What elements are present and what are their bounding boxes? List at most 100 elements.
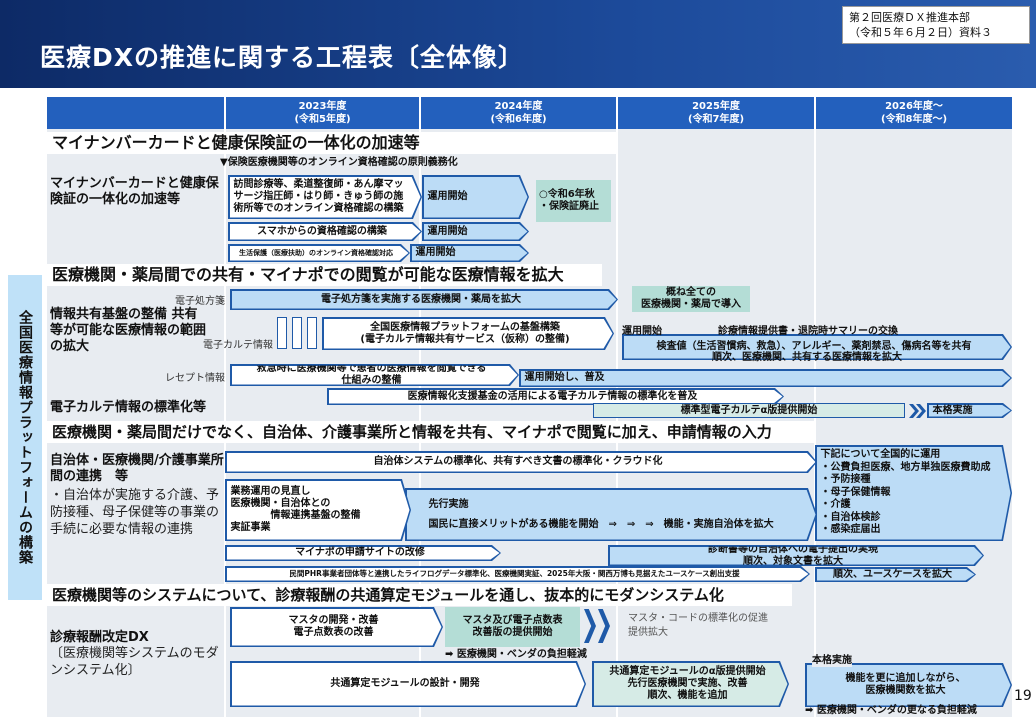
text: 救急時に医療機関等で患者の医療情報を閲覧できる (256, 363, 487, 374)
operation-start: 運用開始 (422, 222, 529, 241)
e-prescription-goal: 概ね全ての医療機関・薬局で導入 (632, 286, 750, 312)
emergency-task: 救急時に医療機関等で患者の医療情報を閲覧できる仕組みの整備 (230, 364, 519, 386)
text: ・保険証廃止 (539, 201, 599, 212)
row-sublabel: レセプト情報 (165, 373, 225, 384)
year-header-2024: 2024年度(令和6年度) (421, 97, 616, 129)
year: 2023年度 (298, 101, 347, 112)
row-sublabel: 電子カルテ情報 (203, 340, 273, 351)
text: ・自治体検診 (820, 511, 881, 523)
text: 医療機関・自治体との (230, 498, 331, 509)
text: 改善版の提供開始 (472, 627, 553, 638)
text: 医療機関・薬局で導入 (641, 299, 741, 310)
step-block (307, 317, 317, 349)
section-heading: 医療機関・薬局間での共有・マイナポでの閲覧が可能な医療情報を拡大 (47, 264, 602, 286)
step-block (292, 317, 302, 349)
burden-reduction-note: ➡ 医療機関・ベンダの負担軽減 (445, 649, 587, 660)
master-release: マスタ及び電子点数表改善版の提供開始 (445, 607, 580, 647)
column-divider (224, 97, 226, 717)
meeting-line: （令和５年６月２日）資料３ (849, 26, 992, 39)
year-header-blank (47, 97, 224, 129)
module-full-implementation: 機能を更に追加しながら、医療機関数を拡大 (805, 663, 1012, 707)
text: 実証事業 (230, 522, 271, 533)
master-dev-task: マスタの開発・改善電子点数表の改善 (230, 607, 443, 647)
full-implementation: 本格実施 (927, 403, 1012, 418)
certificate-bar: 診断書等の自治体への電子提出の実現順次、対象文書を拡大 (608, 545, 984, 566)
year-header-2026: 2026年度～(令和8年度～) (816, 97, 1012, 129)
text: 業務運用の見直し (230, 486, 311, 497)
text: 機能を更に追加しながら、 (845, 673, 966, 684)
text: ・母子保健情報 (820, 486, 891, 498)
info-sharing-bar: 検査値（生活習慣病、救急）、アレルギー、薬剤禁忌、傷病名等を共有 (622, 334, 1012, 360)
text: 仕組みの整備 (341, 375, 402, 386)
year: 2026年度～ (885, 101, 943, 112)
operation-spread-bar: 運用開始し、普及 (519, 369, 1012, 387)
nationwide-operation: 下記について全国的に運用・公費負担医療、地方単独医療費助成・予防接種・母子保健情… (815, 445, 1012, 541)
text: ・介護 (820, 499, 851, 511)
row-label: 診療報酬改定DX (50, 630, 149, 645)
operation-start: 運用開始 (410, 244, 529, 262)
year-header-2025: 2025年度(令和7年度) (618, 97, 814, 129)
pilot-bar: 先行実施国民に直接メリットがある機能を開始 ⇒ ⇒ ⇒ 機能・実施自治体を拡大 (405, 488, 817, 541)
milestone-text: ▼保険医療機関等のオンライン資格確認の原則義務化 (220, 157, 458, 168)
section-heading: 医療機関・薬局間だけでなく、自治体、介護事業所と情報を共有、マイナポで閲覧に加え… (47, 421, 815, 443)
ops-review-task: 業務運用の見直し医療機関・自治体との情報連携基盤の整備実証事業 (225, 479, 411, 541)
era: (令和6年度) (490, 114, 547, 125)
smartphone-task: スマホからの資格確認の構築 (228, 222, 422, 241)
online-verification-task: 訪問診療等、柔道整復師・あん摩マッサージ指圧師・はり師・きゅう師の施術所等でのオ… (228, 175, 422, 219)
insurance-card-abolition: ○令和6年秋・保険証廃止 (536, 180, 611, 222)
row-description: ・自治体が実施する介護、予防接種、母子保健等の事業の手続に必要な情報の連携 (50, 488, 220, 537)
step-block (277, 317, 287, 349)
row-label: マイナンバーカードと健康保険証の一体化の加速等 (50, 176, 219, 207)
text: ・予防接種 (820, 474, 871, 486)
page-title: 医療DXの推進に関する工程表〔全体像〕 (40, 43, 525, 72)
text: (電子カルテ情報共有サービス（仮称）の整備) (360, 333, 570, 345)
text: マスタ・コードの標準化の促進 (628, 613, 768, 624)
text: 共通算定モジュールのα版提供開始 (609, 666, 766, 677)
text: 順次、対象文書を拡大 (743, 555, 843, 567)
text: 先行実施 (428, 498, 469, 510)
year-header-2023: 2023年度 (令和5年度) (226, 97, 419, 129)
row-label: 情報共有基盤の整備 共有等が可能な医療情報の範囲の拡大 (50, 307, 207, 354)
full-implementation-label: 本格実施 (812, 655, 852, 667)
text: マスタの開発・改善 (288, 615, 379, 626)
phr-task: 民間PHR事業者団体等と連携したライフログデータ標準化、医療機関実証、2025年… (225, 566, 810, 582)
text: ・感染症届出 (820, 524, 881, 536)
text: 電子点数表の改善 (293, 627, 374, 638)
platform-build-task: 全国医療情報プラットフォームの基盤構築(電子カルテ情報共有サービス（仮称）の整備… (322, 317, 614, 350)
platform-vertical-label: 全国医療情報プラットフォームの構築 (8, 275, 42, 600)
mynaportal-task: マイナポの申請サイトの改修 (225, 545, 501, 561)
text: 概ね全ての (666, 287, 716, 298)
standard-emr-alpha: 標準型電子カルテα版提供開始 (593, 403, 905, 418)
meeting-info: 第２回医療ＤＸ推進本部 （令和５年６月２日）資料３ (842, 6, 1030, 44)
standardization-task: 自治体システムの標準化、共有すべき文書の標準化・クラウド化 (225, 451, 817, 473)
operation-start: 運用開始 (422, 175, 529, 219)
year: 2025年度 (692, 101, 740, 112)
operation-start-label: 運用開始 (622, 326, 662, 337)
section-heading: マイナンバーカードと健康保険証の一体化の加速等 (47, 132, 617, 154)
fund-task: 医療情報化支援基金の活用による電子カルテ情報の標準化を普及 (327, 388, 784, 405)
text: 先行医療機関で実施、改善 (627, 678, 748, 689)
section-heading: 医療機関等のシステムについて、診療報酬の共通算定モジュールを通し、抜本的にモダン… (47, 584, 792, 606)
row-description: 〔医療機関等システムのモダンシステム化〕 (50, 646, 219, 678)
text: 診断書等の自治体への電子提出の実現 (708, 543, 878, 555)
text: 提供拡大 (628, 627, 668, 638)
text: ・公費負担医療、地方単独医療費助成 (820, 461, 991, 473)
meeting-line: 第２回医療ＤＸ推進本部 (849, 11, 970, 24)
module-alpha: 共通算定モジュールのα版提供開始先行医療機関で実施、改善順次、機能を追加 (592, 661, 789, 707)
text: 順次、機能を追加 (647, 690, 728, 701)
module-design-task: 共通算定モジュールの設計・開発 (230, 661, 586, 707)
text: 国民に直接メリットがある機能を開始 ⇒ ⇒ ⇒ 機能・実施自治体を拡大 (428, 518, 774, 530)
text: 全国医療情報プラットフォームの基盤構築 (370, 321, 560, 333)
era: (令和5年度) (294, 114, 351, 125)
page-number: 19 (1014, 688, 1032, 704)
column-divider (419, 97, 421, 717)
row-label: 自治体・医療機関/介護事業所間の連携 等 (50, 453, 224, 484)
welfare-task: 生活保護（医療扶助）のオンライン資格確認対応 (228, 244, 410, 262)
text: マスタ及び電子点数表 (462, 615, 563, 626)
row-label: 電子カルテ情報の標準化等 (50, 400, 207, 415)
exchange-label: 診療情報提供書・退院時サマリーの交換 (718, 326, 898, 337)
text: ○令和6年秋 (539, 189, 595, 200)
text: 下記について全国的に運用 (820, 449, 941, 461)
further-burden-note: ➡ 医療機関・ベンダの更なる負担軽減 (805, 705, 977, 716)
text: 医療機関数を拡大 (865, 685, 946, 696)
